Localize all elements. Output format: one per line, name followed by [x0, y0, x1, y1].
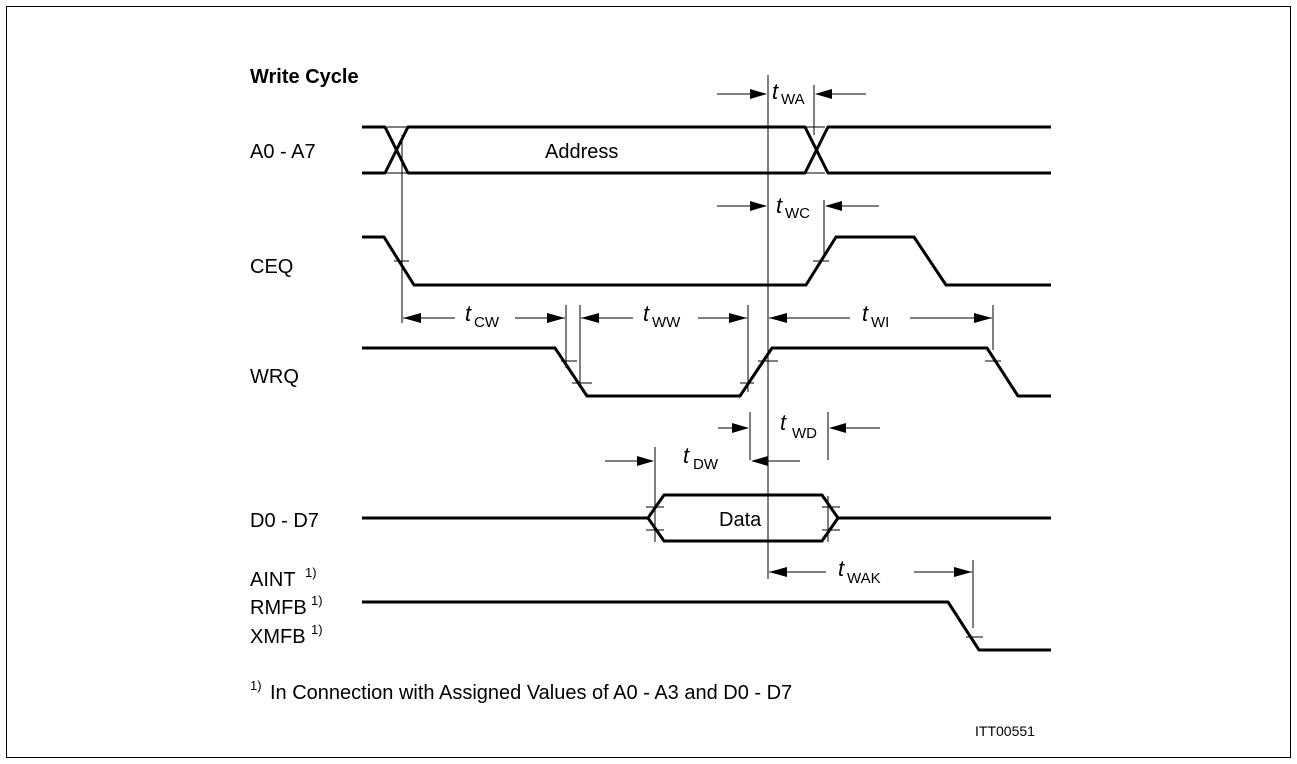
svg-text:t: t [643, 301, 650, 326]
address-label: Address [545, 141, 618, 163]
timing-twc: t WC [717, 193, 879, 222]
timing-tcw: t CW [403, 301, 565, 331]
svg-text:AINT: AINT [250, 569, 296, 591]
diagram-title: Write Cycle [250, 66, 359, 88]
svg-text:1): 1) [250, 678, 262, 693]
svg-text:WD: WD [792, 425, 817, 442]
svg-text:t: t [862, 301, 869, 326]
waveform-data [362, 493, 1051, 543]
svg-text:XMFB: XMFB [250, 626, 306, 648]
signal-label-ceq: CEQ [250, 256, 293, 278]
timing-twd: t WD [718, 410, 880, 442]
svg-text:1): 1) [305, 565, 317, 580]
footnote: 1) In Connection with Assigned Values of… [250, 678, 792, 704]
svg-text:In Connection with Assigned Va: In Connection with Assigned Values of A0… [270, 682, 792, 704]
timing-twa: t WA [717, 79, 866, 108]
svg-text:t: t [772, 79, 779, 104]
svg-text:WAK: WAK [847, 570, 881, 587]
svg-text:t: t [465, 301, 472, 326]
svg-text:t: t [683, 443, 690, 468]
svg-text:WI: WI [871, 314, 889, 331]
reference-lines [401, 75, 994, 628]
waveform-aint [362, 600, 1051, 652]
svg-text:WC: WC [785, 205, 810, 222]
svg-text:RMFB: RMFB [250, 597, 307, 619]
timing-twi: t WI [769, 301, 992, 331]
svg-text:WA: WA [781, 91, 805, 108]
data-label: Data [719, 509, 762, 531]
svg-text:DW: DW [693, 456, 719, 473]
svg-text:WW: WW [652, 314, 681, 331]
figure-id: ITT00551 [975, 723, 1035, 739]
svg-text:CW: CW [474, 314, 500, 331]
signal-label-data: D0 - D7 [250, 510, 319, 532]
waveform-ceq [362, 235, 1051, 287]
signal-label-addr: A0 - A7 [250, 141, 316, 163]
svg-text:t: t [838, 556, 845, 581]
svg-text:1): 1) [311, 622, 323, 637]
timing-twak: t WAK [769, 556, 972, 587]
timing-tdw: t DW [605, 443, 800, 473]
svg-text:t: t [780, 410, 787, 435]
timing-tww: t WW [581, 301, 747, 331]
signal-label-xmfb: XMFB 1) [250, 622, 323, 648]
waveform-addr [362, 125, 1051, 175]
svg-text:1): 1) [311, 593, 323, 608]
svg-text:t: t [776, 193, 783, 218]
diagram-frame [6, 6, 1291, 758]
signal-label-wrq: WRQ [250, 366, 299, 388]
signal-label-rmfb: RMFB 1) [250, 593, 323, 619]
waveform-wrq [362, 346, 1051, 398]
signal-label-aint: AINT 1) [250, 565, 317, 591]
